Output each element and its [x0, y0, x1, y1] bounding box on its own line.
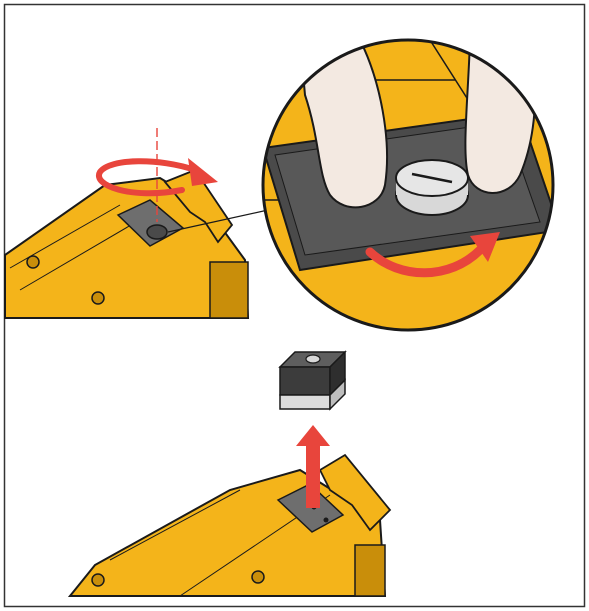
screw-1 [26, 255, 40, 269]
screw-2 [91, 291, 105, 305]
screw-4 [251, 570, 265, 584]
lift-arrow-head [296, 425, 330, 446]
magnified-view [261, 38, 555, 332]
zoom-rotation-arrow [365, 245, 485, 278]
removed-module [278, 350, 347, 411]
instrument-body-side [209, 261, 249, 319]
left-finger [298, 40, 388, 209]
step-1-panel [4, 128, 269, 319]
handle-2 [318, 453, 392, 532]
instrument-side-2 [354, 544, 386, 597]
step-2-panel [67, 350, 392, 597]
screw-3 [91, 573, 105, 587]
lift-arrow-shaft [306, 442, 320, 508]
rotation-arrow [96, 158, 198, 197]
knob [146, 224, 168, 240]
callout-line [167, 209, 269, 233]
